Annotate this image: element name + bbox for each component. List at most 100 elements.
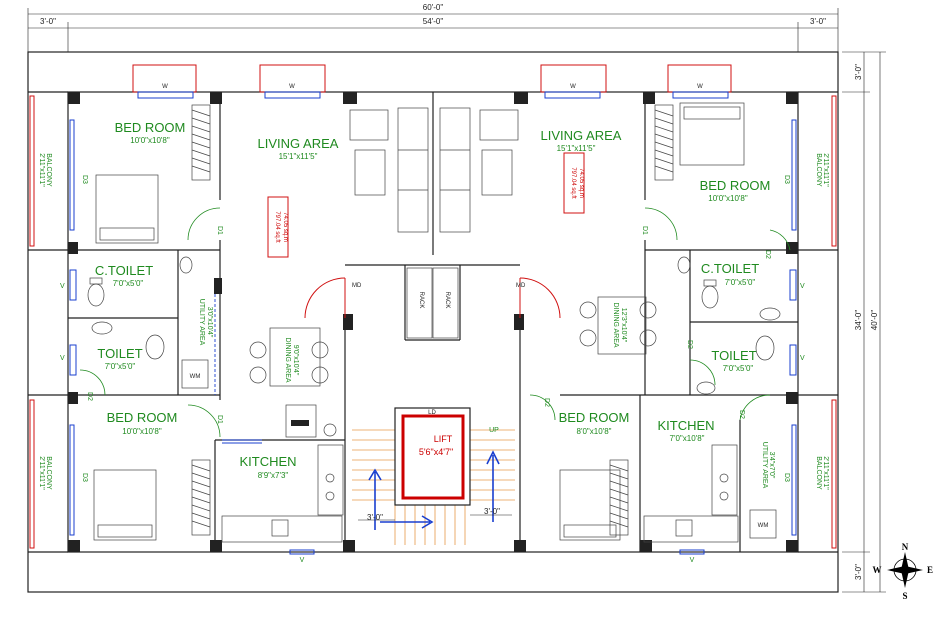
door-tag-d3-bl: D3 (81, 473, 88, 482)
dim-inner-depth: 34'-0" (854, 310, 863, 331)
wardrobes (191, 104, 674, 536)
compass-n: N (902, 542, 909, 552)
vent-tag-l1: V (60, 283, 65, 290)
room-utility-l-name: UTILITY AREA (198, 299, 205, 346)
racks (406, 267, 459, 339)
room-bedroom-br-name: BED ROOM (559, 410, 630, 425)
room-ctoilet-r-name: C.TOILET (701, 261, 759, 276)
room-ctoilet-l-name: C.TOILET (95, 263, 153, 278)
door-tag-d2-a: D2 (86, 392, 93, 401)
vent-tag-r1: V (800, 283, 805, 290)
stair-up-tag: UP (489, 427, 499, 434)
door-tag-d3-tl: D3 (81, 175, 88, 184)
wm-tag-l: WM (190, 374, 201, 380)
dim-bottom-offset: 3'-0" (854, 564, 863, 580)
utility-partitions (214, 294, 262, 444)
room-living-l-size: 15'1"x11'5" (279, 152, 318, 161)
door-tag-d3-tr: D3 (783, 175, 790, 184)
dim-overall-width: 60'-0" (423, 3, 444, 12)
door-tag-d1-b: D1 (641, 226, 648, 235)
bottom-vent-l (289, 549, 315, 555)
balcony-label-tr: BALCONY (815, 153, 822, 187)
rack-tag-r: RACK (444, 292, 450, 309)
dim-right-offset: 3'-0" (810, 17, 826, 26)
door-tag-d2-d: D2 (543, 398, 550, 407)
balcony-label-br: BALCONY (815, 456, 822, 490)
dimension-lines (27, 8, 886, 593)
toilet-fixtures (87, 256, 781, 539)
door-tag-d1-a: D1 (216, 226, 223, 235)
vent-tag-l2: V (60, 355, 65, 362)
rack-tag-l: RACK (418, 292, 424, 309)
balcony-size-tr: 2'11"x11'1" (822, 153, 829, 187)
room-kitchen-r-name: KITCHEN (657, 418, 714, 433)
room-bedroom-tr-size: 10'0"x10'8" (708, 194, 748, 203)
window-tag-3: W (570, 84, 576, 90)
bottom-vent-r (679, 549, 705, 555)
main-door-tag-r: MD (516, 283, 526, 289)
main-door-tag-l: MD (352, 283, 362, 289)
room-bedroom-bl-name: BED ROOM (107, 410, 178, 425)
door-tag-d2-b: D2 (764, 250, 771, 259)
room-toilet-l-name: TOILET (97, 346, 142, 361)
window-tag-1: W (162, 84, 168, 90)
area-note-r-line2: 74.05 sq.m (578, 168, 584, 198)
room-ctoilet-l-size: 7'0"x5'0" (113, 279, 144, 288)
dim-overall-depth: 40'-0" (870, 310, 879, 331)
compass-s: S (902, 591, 907, 601)
balcony-size-tl: 2'11"x11'1" (38, 153, 45, 187)
room-kitchen-l-size: 8'9"x7'3" (258, 471, 289, 480)
dining-tables (249, 296, 657, 387)
balcony-size-bl: 2'11"x11'1" (38, 456, 45, 490)
room-bedroom-tl-name: BED ROOM (115, 120, 186, 135)
dim-left-offset: 3'-0" (40, 17, 56, 26)
columns (68, 92, 798, 552)
room-utility-l-size: 3'0"x10'4" (206, 307, 213, 338)
balconies (29, 95, 837, 549)
beds (93, 102, 745, 541)
lift-door-tag: LD (428, 410, 436, 416)
compass-e: E (927, 565, 933, 575)
staircase (352, 407, 515, 545)
vent-tag-r2: V (800, 355, 805, 362)
room-dining-l-name: DINING AREA (284, 337, 291, 382)
top-windows (132, 64, 732, 99)
room-dining-l-size: 9'0"x10'4" (292, 345, 299, 376)
room-bedroom-tl-size: 10'0"x10'8" (130, 136, 170, 145)
door-tag-d3-br: D3 (783, 473, 790, 482)
door-tag-d2-c: D2 (686, 340, 693, 349)
window-tag-2: W (289, 84, 295, 90)
area-note-l-line1: 797.04 sq.ft (274, 211, 280, 243)
area-note-r-line1: 797.04 sq.ft (570, 167, 576, 199)
room-toilet-l-size: 7'0"x5'0" (105, 362, 136, 371)
room-kitchen-l-name: KITCHEN (239, 454, 296, 469)
room-dining-r-name: DINING AREA (612, 302, 619, 347)
stair-dim-right: 3'-0" (484, 507, 500, 516)
vent-tag-bottom-r: V (690, 557, 695, 564)
area-note-l-line2: 74.05 sq.m (282, 212, 288, 242)
room-kitchen-r-size: 7'0"x10'8" (670, 434, 705, 443)
room-bedroom-br-size: 8'0"x10'8" (577, 427, 612, 436)
stair-dim-left: 3'-0" (367, 513, 383, 522)
compass-w: W (873, 565, 882, 575)
dim-inner-width: 54'-0" (423, 17, 444, 26)
room-bedroom-tr-name: BED ROOM (700, 178, 771, 193)
area-note-box-r (563, 152, 585, 214)
room-utility-r-size: 3'4"x7'0" (768, 452, 775, 479)
room-dining-r-size: 12'3"x10'4" (620, 308, 627, 343)
room-living-r-size: 15'1"x11'5" (557, 144, 596, 153)
room-ctoilet-r-size: 7'0"x5'0" (725, 278, 756, 287)
room-toilet-r-size: 7'0"x5'0" (723, 364, 754, 373)
wm-tag-r: WM (758, 523, 769, 529)
door-tag-d1-c: D1 (216, 415, 223, 424)
vent-tag-bottom-l: V (300, 557, 305, 564)
room-bedroom-bl-size: 10'0"x10'8" (122, 427, 162, 436)
dim-top-offset: 3'-0" (854, 64, 863, 80)
room-utility-r-name: UTILITY AREA (761, 442, 768, 489)
lift-label: LIFT (434, 434, 453, 444)
lift-size: 5'6"x4'7" (419, 447, 453, 457)
kitchen-counters (221, 404, 739, 543)
balcony-label-bl: BALCONY (45, 456, 52, 490)
balcony-size-br: 2'11"x11'1" (822, 456, 829, 490)
